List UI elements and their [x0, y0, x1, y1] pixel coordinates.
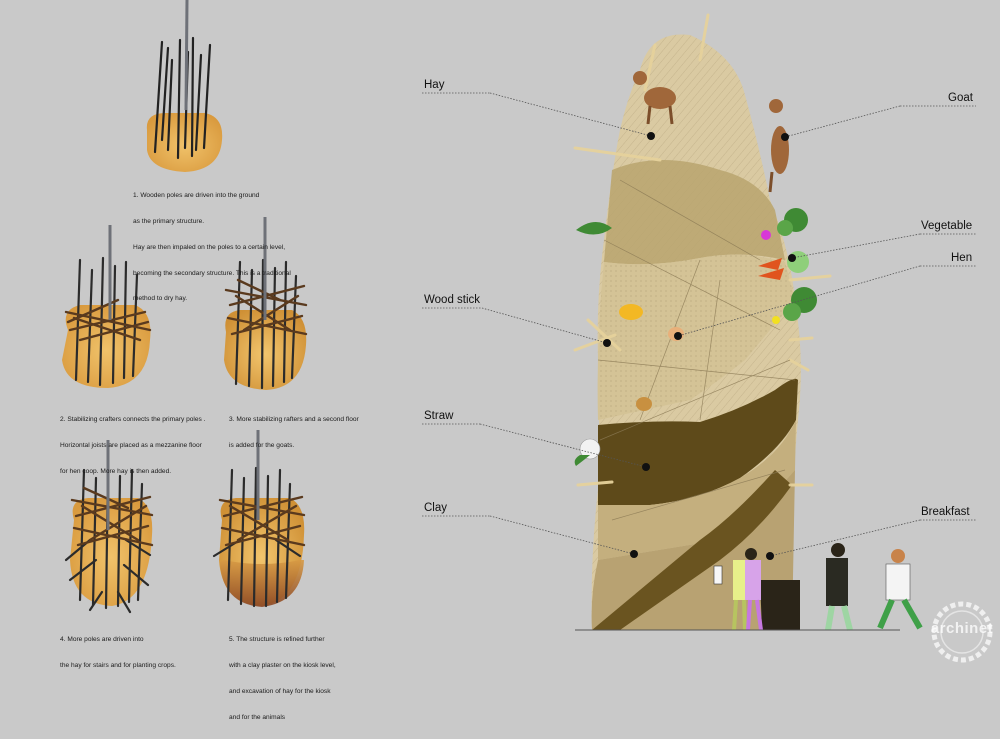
diagram-canvas — [62, 0, 976, 631]
caption-line: with a clay plaster on the kiosk level, — [229, 661, 336, 669]
caption-line: 5. The structure is refined further — [229, 636, 325, 644]
caption-line: 3. More stabilizing rafters and a second… — [229, 416, 359, 424]
step-3-caption: 3. More stabilizing rafters and a second… — [229, 399, 359, 468]
caption-line: as the primary structure. — [133, 217, 205, 225]
step-1-caption: 1. Wooden poles are driven into the grou… — [133, 175, 291, 321]
people-figures — [713, 543, 923, 631]
step-5-illustration — [212, 430, 306, 608]
callout-dots — [603, 132, 796, 560]
callouts — [422, 92, 976, 557]
label-goat: Goat — [948, 92, 973, 104]
caption-line: is added for the goats. — [229, 441, 295, 449]
step-3-illustration — [224, 217, 308, 390]
step-2-caption: 2. Stabilizing crafters connects the pri… — [60, 399, 206, 494]
caption-line: Hay are then impaled on the poles to a c… — [133, 243, 286, 251]
label-clay: Clay — [424, 502, 448, 514]
caption-line: Horizontal joists are placed as a mezzan… — [60, 441, 202, 449]
gear-icon — [931, 601, 993, 663]
caption-line: and for the animals — [229, 713, 286, 721]
caption-line: for hen coop. More hay is then added. — [60, 467, 172, 475]
caption-line: 1. Wooden poles are driven into the grou… — [133, 192, 260, 200]
label-straw: Straw — [424, 410, 454, 422]
diagram-stage: 1. Wooden poles are driven into the grou… — [60, 0, 996, 721]
watermark-logo: archinet — [928, 598, 996, 666]
step-5-caption: 5. The structure is refined further with… — [229, 619, 336, 739]
caption-line: 4. More poles are driven into — [60, 636, 144, 644]
caption-line: the hay for stairs and for planting crop… — [60, 661, 176, 669]
caption-line: 2. Stabilizing crafters connects the pri… — [60, 416, 206, 424]
watermark-text: archinet — [930, 620, 994, 637]
label-breakfast: Breakfast — [921, 506, 970, 518]
label-hen: Hen — [951, 252, 973, 264]
goat-figure-top — [633, 71, 676, 125]
label-hay: Hay — [424, 79, 445, 91]
goat-figure-side — [768, 99, 789, 193]
step-4-caption: 4. More poles are driven into the hay fo… — [60, 619, 176, 688]
caption-line: and excavation of hay for the kiosk — [229, 687, 331, 695]
caption-line: becoming the secondary structure. This i… — [133, 269, 291, 277]
caption-line: method to dry hay. — [133, 295, 188, 303]
straw-flower — [574, 438, 601, 466]
step-1-illustration — [146, 0, 223, 172]
label-vegetable: Vegetable — [921, 220, 973, 232]
step-2-illustration — [62, 225, 152, 388]
label-wood-stick: Wood stick — [424, 294, 481, 306]
step-4-illustration — [64, 440, 154, 614]
tower-section — [573, 13, 923, 631]
